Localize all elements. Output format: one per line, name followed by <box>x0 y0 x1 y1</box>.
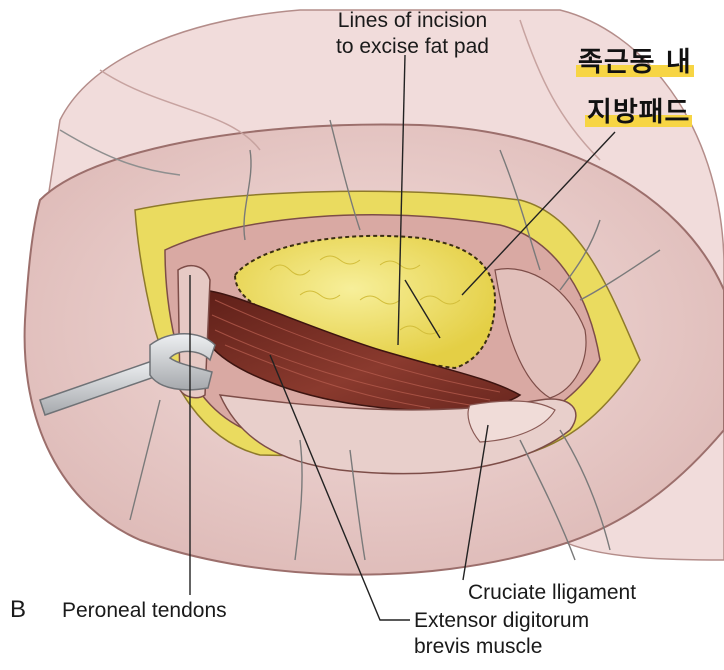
peroneal-label: Peroneal tendons <box>62 599 227 622</box>
korean-label-line1: 족근동 내 <box>576 40 694 79</box>
highlight-bar <box>576 65 694 77</box>
panel-letter: B <box>10 596 27 623</box>
cruciate-label: Cruciate lligament <box>468 581 637 604</box>
incision-label-line2: to excise fat pad <box>336 35 489 58</box>
korean-label-line1-text: 족근동 내 <box>578 47 692 78</box>
korean-label-line2-text: 지방패드 <box>587 97 691 128</box>
korean-label-line2: 지방패드 <box>585 90 693 129</box>
cruciate-ligament <box>467 400 556 443</box>
retractor <box>39 333 216 416</box>
highlight-bar <box>585 115 693 127</box>
incision-label-line1: Lines of incision <box>337 9 488 32</box>
edb-label-line1: Extensor digitorum <box>414 609 590 632</box>
edb-label-line2: brevis muscle <box>414 635 543 658</box>
